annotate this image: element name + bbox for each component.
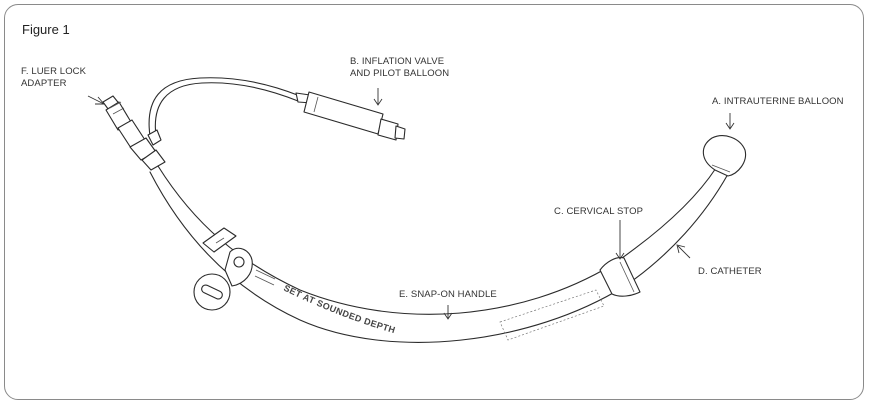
snap-on-handle — [193, 227, 605, 341]
cervical-stop — [599, 257, 641, 297]
arrow-cervical-stop — [615, 220, 625, 260]
inflation-valve — [295, 91, 406, 141]
figure-frame — [4, 4, 864, 400]
catheter-lower-edge — [149, 171, 729, 343]
arrow-valve — [373, 88, 383, 106]
arrow-balloon — [725, 113, 735, 130]
figure-title: Figure 1 — [22, 22, 70, 37]
label-valve-line1: B. INFLATION VALVE — [350, 56, 444, 67]
label-catheter: D. CATHETER — [698, 266, 762, 277]
pilot-tube — [148, 77, 301, 137]
pilot-tube-inner — [154, 82, 299, 137]
arrow-catheter — [676, 244, 691, 259]
arrow-luer — [87, 95, 105, 105]
luer-lock-adapter — [102, 95, 166, 171]
label-luer-line2: ADAPTER — [21, 78, 67, 89]
handle-stamp: SET AT SOUNDED DEPTH — [282, 283, 396, 335]
label-snap-on-handle: E. SNAP-ON HANDLE — [399, 289, 497, 300]
label-cervical-stop: C. CERVICAL STOP — [554, 206, 643, 217]
intrauterine-balloon — [702, 135, 747, 177]
arrow-handle — [443, 305, 453, 320]
label-intrauterine-balloon: A. INTRAUTERINE BALLOON — [712, 96, 844, 107]
label-valve-line2: AND PILOT BALLOON — [350, 68, 449, 79]
label-luer-line1: F. LUER LOCK — [21, 66, 87, 77]
